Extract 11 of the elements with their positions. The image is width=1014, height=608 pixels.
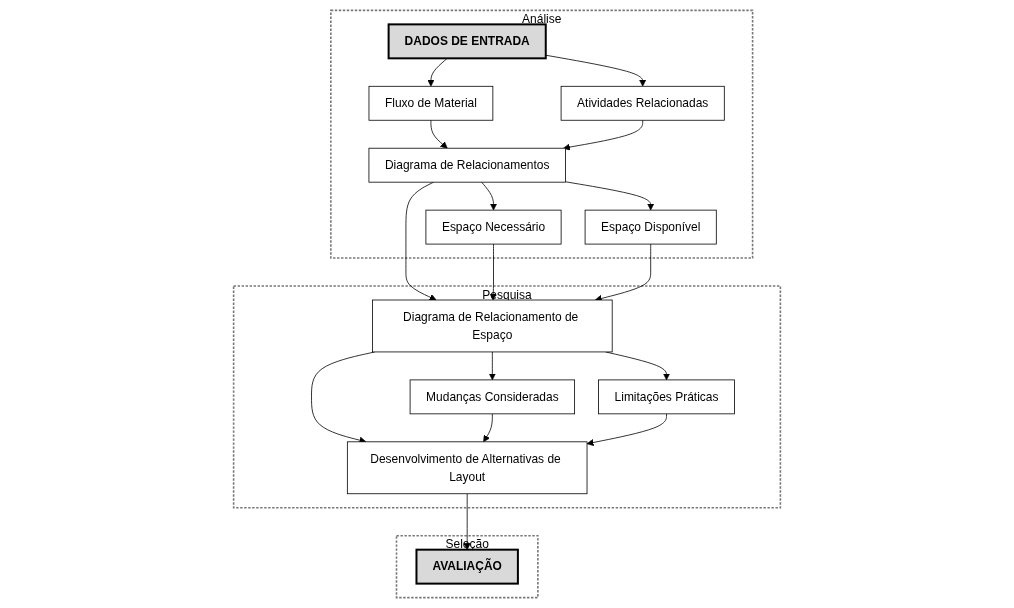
node-box: Diagrama de Relacionamentos: [368, 147, 566, 183]
node-box: Atividades Relacionadas: [560, 85, 725, 121]
node-box: Espaço Disponível: [584, 209, 717, 245]
node-box: DADOS DE ENTRADA: [387, 23, 547, 60]
node-box: AVALIAÇÃO: [415, 548, 519, 585]
node-box: Fluxo de Material: [368, 85, 494, 121]
node-box: Mudanças Consideradas: [409, 379, 575, 415]
node-box: Diagrama de Relacionamento de Espaço: [372, 299, 613, 353]
node-box: Desenvolvimento de Alternativas de Layout: [346, 441, 588, 495]
node-box: Espaço Necessário: [425, 209, 562, 245]
node-box: Limitações Práticas: [598, 379, 735, 415]
